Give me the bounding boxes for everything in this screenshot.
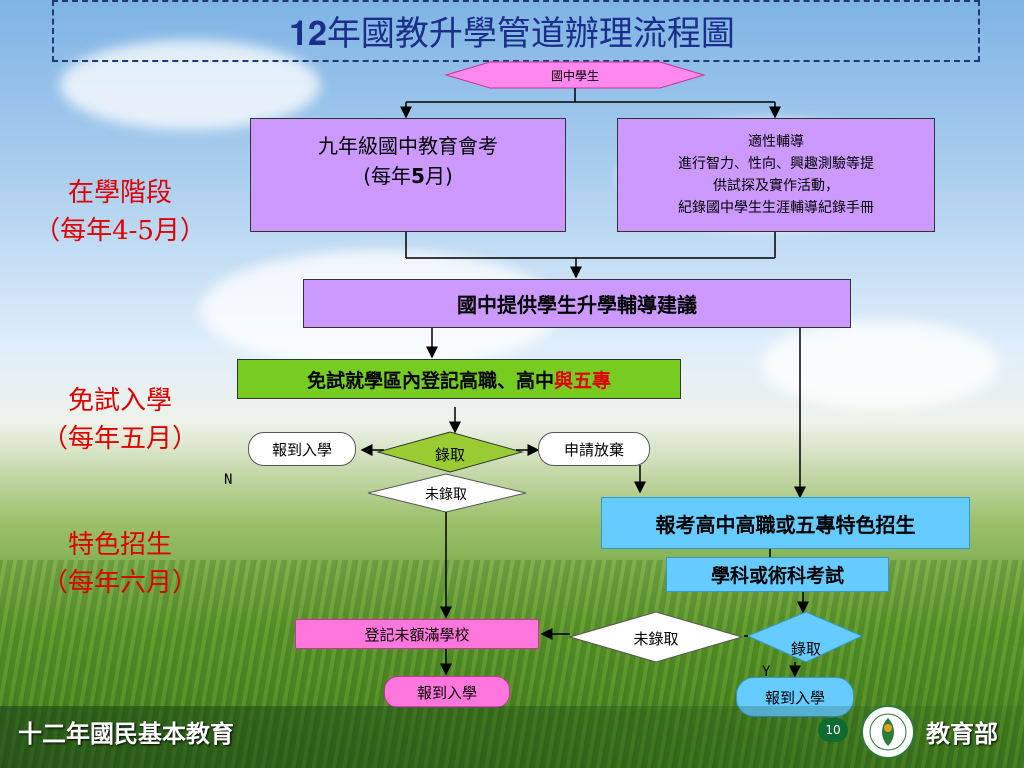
stage-label-special: 特色招生 （每年六月）: [0, 526, 240, 602]
exam-node-period: (每年5月): [363, 164, 453, 188]
stage-label-special-period: （每年六月）: [41, 568, 198, 598]
footer-bar: [0, 706, 1024, 768]
cloud: [60, 40, 320, 130]
ministry-of-education-logo: [861, 705, 915, 759]
footer-program-name: 十二年國民基本教育: [18, 720, 234, 748]
stage-label-school: 在學階段 （每年4-5月）: [0, 174, 240, 250]
waive-node: 申請放棄: [538, 432, 650, 466]
exam-node-title: 九年級國中教育會考: [318, 134, 498, 158]
stage-label-free: 免試入學 （每年五月）: [0, 382, 240, 458]
counsel-node-line3: 供試探及實作活動，: [713, 178, 839, 194]
no-mark: N: [224, 472, 233, 488]
footer-org-name: 教育部: [926, 720, 998, 748]
page-number: 10: [818, 718, 848, 742]
free-admission-and: 與: [553, 369, 573, 392]
subject-exam-node: 學科或術科考試: [666, 557, 889, 592]
admit-diamond-shape: [376, 431, 524, 473]
title-frame: [52, 0, 980, 62]
stage-label-school-name: 在學階段: [67, 178, 172, 208]
not-admitted-label-2: 未錄取: [633, 629, 679, 648]
special-recruit-node: 報考高中高職或五專特色招生: [601, 497, 970, 549]
counsel-node-title: 適性輔導: [748, 134, 804, 150]
advice-node: 國中提供學生升學輔導建議: [303, 279, 851, 328]
yes-mark: Y: [762, 664, 771, 680]
free-admission-node: 免試就學區內登記高職、高中與五專: [237, 359, 681, 399]
stage-label-school-period: （每年4-5月）: [34, 216, 206, 246]
counsel-node-line4: 紀錄國中學生生涯輔導紀錄手冊: [678, 200, 874, 216]
admit-label-1: 錄取: [434, 445, 465, 464]
stage-label-free-name: 免試入學: [67, 386, 172, 416]
not-admitted-label-1: 未錄取: [425, 487, 467, 503]
stage-label-free-period: （每年五月）: [41, 424, 198, 454]
stage-label-special-name: 特色招生: [67, 530, 172, 560]
register-unfilled-node: 登記未額滿學校: [295, 619, 539, 649]
admit-label-2: 錄取: [790, 640, 821, 658]
free-admission-junior-college: 五專: [573, 369, 612, 392]
start-node-shape: [444, 61, 706, 89]
report-enroll-2: 報到入學: [384, 676, 510, 708]
report-enroll-1: 報到入學: [248, 432, 356, 466]
not-admitted2-diamond-shape: [568, 611, 744, 663]
admit2-diamond-shape: [746, 611, 864, 663]
counsel-node: 適性輔導 進行智力、性向、興趣測驗等提 供試探及實作活動， 紀錄國中學生生涯輔導…: [617, 118, 935, 232]
not-admitted-diamond-shape: [367, 473, 527, 513]
counsel-node-line2: 進行智力、性向、興趣測驗等提: [678, 156, 874, 172]
free-admission-text: 免試就學區內登記高職、高中: [306, 369, 554, 392]
start-node: 國中學生: [550, 68, 599, 83]
exam-node: 九年級國中教育會考 (每年5月): [250, 118, 566, 232]
page-title: 𝟏𝟐年國教升學管道辦理流程圖: [289, 14, 735, 54]
